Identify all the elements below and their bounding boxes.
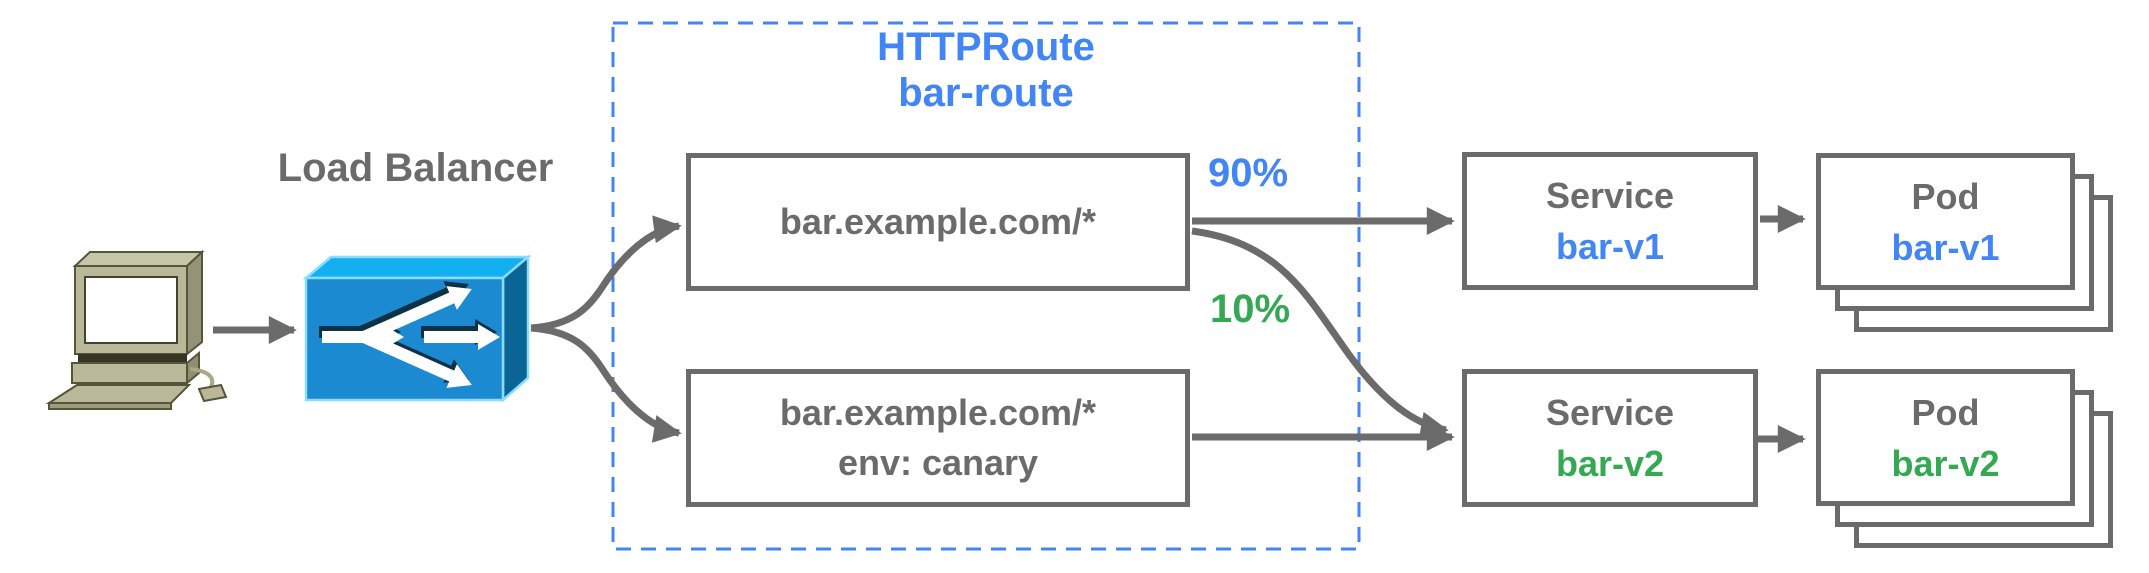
pod-bar-v1-name: bar-v1: [1891, 226, 2000, 268]
pod-stack-bar-v1: Pod bar-v1: [1816, 153, 2114, 333]
weight-label-10: 10%: [1210, 287, 1291, 331]
httproute-name: bar-route: [898, 71, 1074, 115]
service-bar-v1-name: bar-v1: [1555, 226, 1665, 267]
pod-bar-v1-kind: Pod: [1911, 175, 1980, 217]
service-bar-v2-name: bar-v2: [1555, 443, 1665, 484]
load-balancer-icon: [302, 254, 532, 403]
pod-bar-v2-name: bar-v2: [1891, 442, 2000, 484]
httproute-title: HTTPRoute bar-route: [613, 24, 1359, 116]
route-rule-2-host: bar.example.com/*: [779, 392, 1097, 433]
httproute-kind: HTTPRoute: [877, 25, 1095, 69]
service-bar-v2-box: Service bar-v2: [1462, 369, 1758, 507]
httproute-group-dashed-border: [611, 21, 1361, 551]
route-rule-2-header-match: env: canary: [837, 442, 1039, 483]
pod-stack-bar-v2: Pod bar-v2: [1816, 369, 2114, 549]
route-rule-1: bar.example.com/*: [686, 153, 1190, 291]
connector-arrows: [213, 205, 1806, 453]
weight-label-90: 90%: [1208, 151, 1289, 195]
route-rule-2: bar.example.com/* env: canary: [686, 369, 1190, 507]
pod-bar-v2-kind: Pod: [1911, 391, 1980, 433]
lb-arrows: [322, 286, 500, 388]
arrow-lb-to-route1: [530, 215, 682, 332]
arrow-route1-to-service2: [1191, 227, 1449, 440]
load-balancer-label: Load Balancer: [277, 146, 554, 190]
route-rule-1-host: bar.example.com/*: [779, 201, 1097, 242]
service-bar-v1-box: Service bar-v1: [1462, 152, 1758, 290]
desktop-computer-icon: [45, 249, 228, 410]
arrow-lb-to-route2: [530, 324, 682, 443]
service-bar-v1-kind: Service: [1545, 175, 1675, 216]
service-bar-v2-kind: Service: [1545, 392, 1675, 433]
pod-bar-v1-box: Pod bar-v1: [1816, 153, 2075, 290]
pod-bar-v2-box: Pod bar-v2: [1816, 369, 2075, 506]
